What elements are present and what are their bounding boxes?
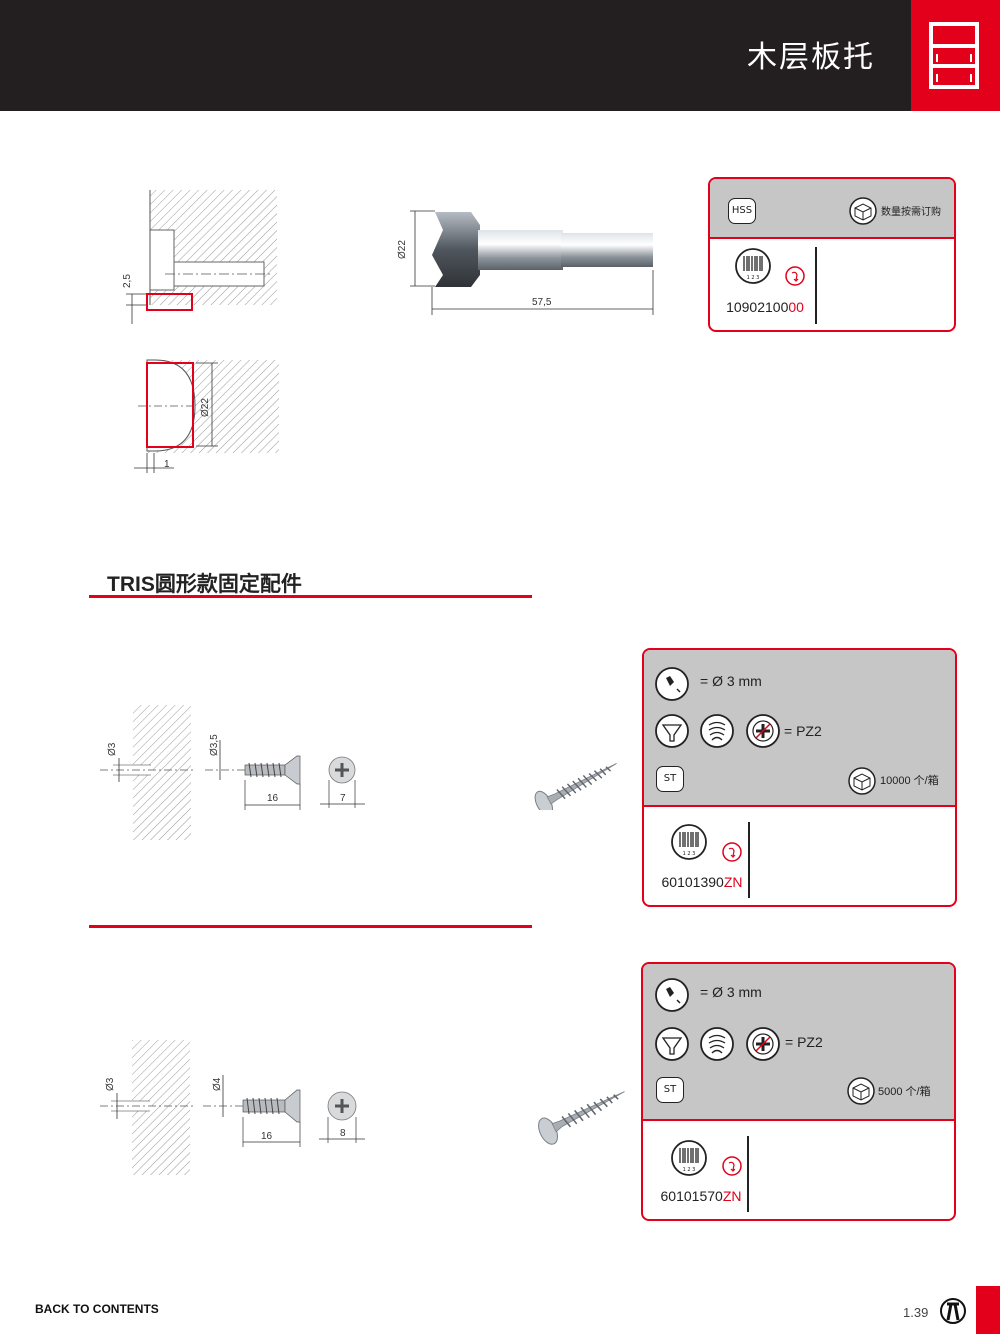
brand-logo-icon (940, 1298, 966, 1324)
bit-length-label: 57,5 (532, 297, 552, 308)
section-diameter-label: Ø22 (200, 398, 211, 417)
screw-side-2 (242, 1089, 301, 1123)
rotation-icon (722, 842, 742, 862)
section-title: TRIS圆形款固定配件 (107, 573, 302, 596)
box-icon (847, 1077, 875, 1105)
screw-drawing-1: Ø3 Ø3,5 16 7 (100, 705, 365, 840)
svg-text:1 2 3: 1 2 3 (683, 1167, 696, 1173)
header-red-block (911, 0, 1000, 111)
product-card-screw-2: = Ø 3 mm = PZ2 ST 5000 个/箱 1 2 3 6010157… (641, 962, 956, 1221)
svg-text:1 2 3: 1 2 3 (747, 275, 760, 281)
hole-section-drawing: 2,5 (122, 190, 277, 324)
thread-icon (700, 714, 734, 748)
pozidriv-icon (746, 714, 780, 748)
forstner-bit-drawing: Ø22 57,5 (397, 210, 654, 315)
rotation-icon (722, 1156, 742, 1176)
drill-hole-icon (655, 978, 689, 1012)
article-code-screw-1: 60101390ZN (661, 874, 743, 890)
barcode-icon: 1 2 3 (671, 824, 707, 860)
head-diameter-label-2: 8 (340, 1128, 346, 1139)
drill-hole-icon (655, 667, 689, 701)
pack-label: 10000 个/箱 (880, 775, 939, 787)
article-code-drill-bit: 1090210000 (726, 299, 804, 315)
screw-drawing-2: Ø3 Ø4 16 8 (100, 1040, 365, 1175)
shank-diameter-label-1: Ø3,5 (209, 734, 220, 756)
section-depth-label: 2,5 (122, 274, 133, 288)
card-divider (747, 1136, 749, 1212)
pozidriv-head-view-2 (327, 1091, 357, 1121)
shank-diameter-label-2: Ø4 (212, 1077, 223, 1091)
product-card-drill-bit: HSS 数量按需订购 1 2 3 1090210000 (708, 177, 956, 332)
countersunk-head-icon (655, 1027, 689, 1061)
svg-text:1 2 3: 1 2 3 (683, 851, 696, 857)
barcode-icon: 1 2 3 (671, 1140, 707, 1176)
box-icon (849, 197, 877, 225)
screw-length-label-2: 16 (261, 1131, 273, 1142)
barcode-icon: 1 2 3 (735, 248, 771, 284)
separator-rule (89, 925, 532, 928)
footer-red-tab (976, 1286, 1000, 1334)
finish-badge: ST (656, 1077, 684, 1103)
hole-diameter-label-2: Ø3 (105, 1077, 116, 1091)
countersunk-head-icon (655, 714, 689, 748)
thread-icon (700, 1027, 734, 1061)
page-title: 木层板托 (747, 40, 875, 75)
hole-spec: = Ø 3 mm (700, 984, 762, 1000)
screw-side-1 (244, 755, 301, 785)
header-bar: 木层板托 (0, 0, 1000, 111)
pozidriv-head-view-1 (328, 756, 356, 784)
pozidriv-icon (746, 1027, 780, 1061)
drive-spec: = PZ2 (785, 1034, 823, 1050)
back-to-contents-link[interactable]: BACK TO CONTENTS (35, 1302, 159, 1316)
hole-front-drawing: Ø22 1 (134, 359, 279, 473)
screw-length-label-1: 16 (267, 793, 279, 804)
screw-photo-2 (538, 1091, 625, 1145)
hole-spec: = Ø 3 mm (700, 673, 762, 689)
finish-badge: ST (656, 766, 684, 792)
screw-photo-1 (534, 763, 617, 810)
article-code-screw-2: 60101570ZN (660, 1188, 742, 1204)
rotation-icon (785, 266, 805, 286)
card-divider (815, 247, 817, 324)
page-number: 1.39 (903, 1305, 929, 1320)
box-icon (848, 767, 876, 795)
hole-diameter-label-1: Ø3 (107, 742, 118, 756)
pack-label: 5000 个/箱 (878, 1086, 931, 1098)
section-offset-label: 1 (164, 459, 170, 470)
head-diameter-label-1: 7 (340, 793, 346, 804)
bit-diameter-label: Ø22 (397, 240, 408, 259)
drive-spec: = PZ2 (784, 723, 822, 739)
card-divider (748, 822, 750, 898)
material-badge: HSS (728, 198, 756, 224)
shelf-icon (929, 22, 979, 89)
product-card-screw-1: = Ø 3 mm = PZ2 ST 10000 个/箱 1 2 3 601013… (642, 648, 957, 907)
order-label: 数量按需订购 (881, 207, 941, 218)
section-rule (89, 595, 532, 598)
